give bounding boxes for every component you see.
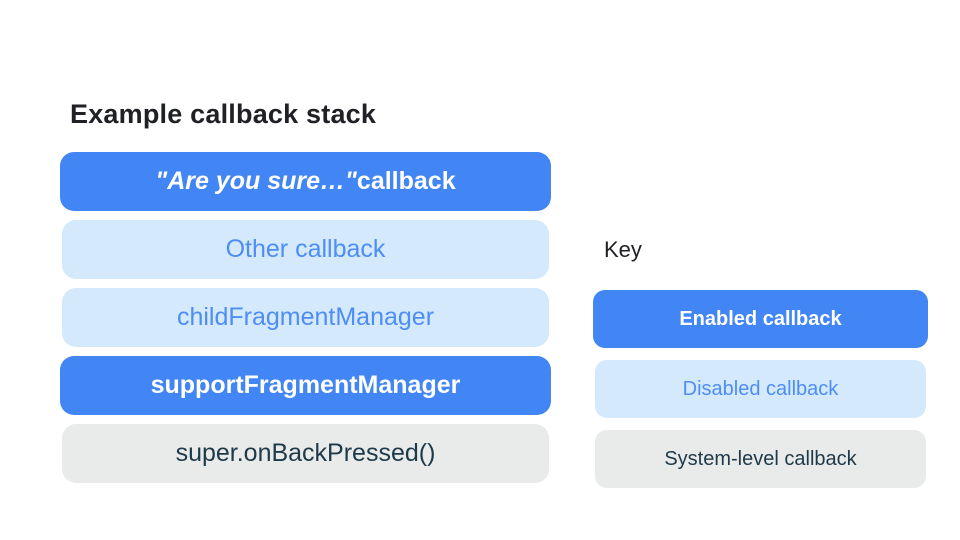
stack-item-other-callback: Other callback [62,220,549,279]
stack-item-label-italic: "Are you sure…" [155,167,357,195]
stack-item-are-you-sure-callback: "Are you sure…" callback [60,152,551,211]
stack-item-support-fragment-manager: supportFragmentManager [60,356,551,415]
stack-item-child-fragment-manager: childFragmentManager [62,288,549,347]
key-item-enabled-callback: Enabled callback [593,290,928,348]
key-item-disabled-callback: Disabled callback [595,360,926,418]
stack-item-super-on-back-pressed: super.onBackPressed() [62,424,549,483]
key-legend: Enabled callback Disabled callback Syste… [593,290,928,488]
callback-stack: "Are you sure…" callback Other callback … [60,152,551,483]
key-item-system-level-callback: System-level callback [595,430,926,488]
stack-title: Example callback stack [70,99,377,129]
key-title: Key [604,237,642,262]
stack-item-label-suffix: callback [356,167,456,195]
